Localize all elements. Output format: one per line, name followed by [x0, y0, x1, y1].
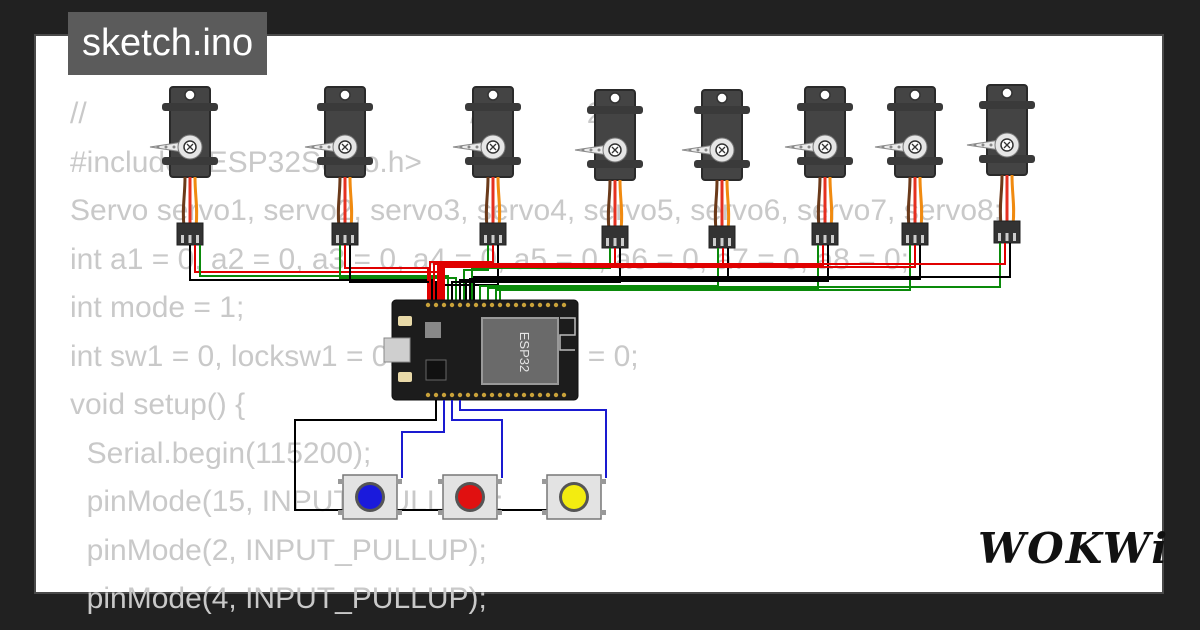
servo-wire — [463, 245, 489, 300]
servo-motor-1[interactable] — [148, 85, 220, 247]
servo-wire — [499, 243, 1001, 300]
servo-motor-5[interactable] — [680, 88, 752, 250]
code-line: pinMode(2, INPUT_PULLUP); — [70, 533, 487, 567]
esp32-board: ESP32 — [383, 299, 579, 401]
button-wire — [459, 400, 607, 478]
servo-wire — [199, 245, 449, 300]
servo-wire — [429, 245, 494, 300]
servo-wire — [479, 248, 719, 300]
yellow-pushbutton[interactable] — [541, 474, 607, 520]
servo-wire — [339, 245, 457, 300]
button-wire — [401, 400, 445, 478]
servo-wire — [441, 245, 916, 300]
servo-wire — [443, 243, 1006, 300]
servo-row — [148, 83, 1037, 250]
code-line: int a1 = 0, a2 = 0, a3 = 0, a4 = 0, a5 =… — [70, 242, 909, 276]
servo-motor-2[interactable] — [303, 85, 375, 247]
servo-wire — [189, 245, 433, 300]
chip-label: ESP32 — [517, 332, 532, 372]
servo-wire — [349, 245, 437, 300]
servo-wire — [451, 248, 621, 300]
servo-wire — [465, 245, 829, 300]
button-wire — [294, 400, 437, 511]
servo-motor-6[interactable] — [783, 85, 855, 247]
button-wire — [451, 400, 503, 478]
blue-pushbutton[interactable] — [337, 474, 403, 520]
servo-wire — [194, 245, 441, 300]
servo-wire — [469, 245, 921, 300]
wokwi-logo: WOKWi — [978, 524, 1170, 573]
code-line: pinMode(4, INPUT_PULLUP); — [70, 582, 487, 615]
servo-motor-4[interactable] — [573, 88, 645, 250]
code-line: int mode = 1; — [70, 291, 245, 324]
servo-wire — [473, 243, 1011, 300]
code-line: Serial.begin(115200); — [70, 436, 372, 470]
servo-wire — [487, 245, 819, 300]
servo-wire — [433, 248, 616, 300]
servo-wire — [344, 245, 429, 300]
servo-wire — [495, 245, 911, 300]
sketch-title-tag: sketch.ino — [68, 12, 268, 75]
code-line: void setup() { — [70, 388, 246, 421]
red-pushbutton[interactable] — [437, 474, 503, 520]
servo-motor-3[interactable] — [451, 85, 523, 247]
servo-motor-8[interactable] — [965, 83, 1037, 245]
servo-motor-7[interactable] — [873, 85, 945, 247]
